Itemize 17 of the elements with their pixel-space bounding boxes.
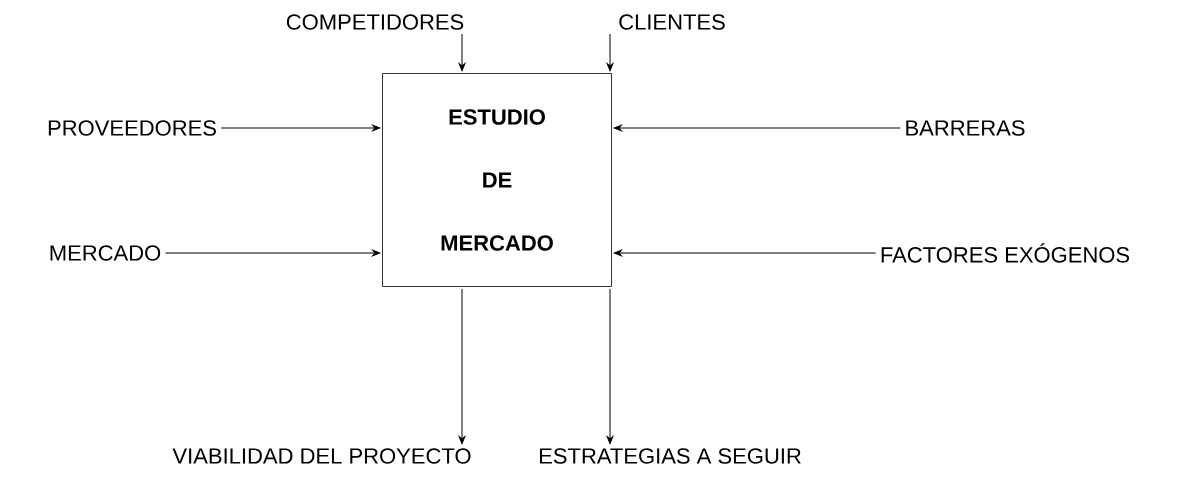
factor-label: CLIENTES [619,14,725,30]
factor-label: FACTORES EXÓGENOS [881,243,1130,263]
factor-label: VIABILIDAD DEL PROYECTO [172,448,471,464]
arrow [606,33,614,72]
arrow [606,288,614,445]
arrow [458,33,466,72]
factor-label: ESTRATEGIAS A SEGUIR [540,448,801,464]
study-box: ESTUDIO DE MERCADO [382,73,612,287]
arrow [613,124,901,132]
arrow [164,249,381,257]
arrow [458,288,466,445]
factor-label: COMPETIDORES [286,14,464,30]
factor-label: PROVEEDORES [48,120,216,136]
arrow [613,249,877,257]
arrow [220,124,381,132]
factor-label: BARRERAS [906,120,1025,136]
factor-label: MERCADO [50,245,161,261]
